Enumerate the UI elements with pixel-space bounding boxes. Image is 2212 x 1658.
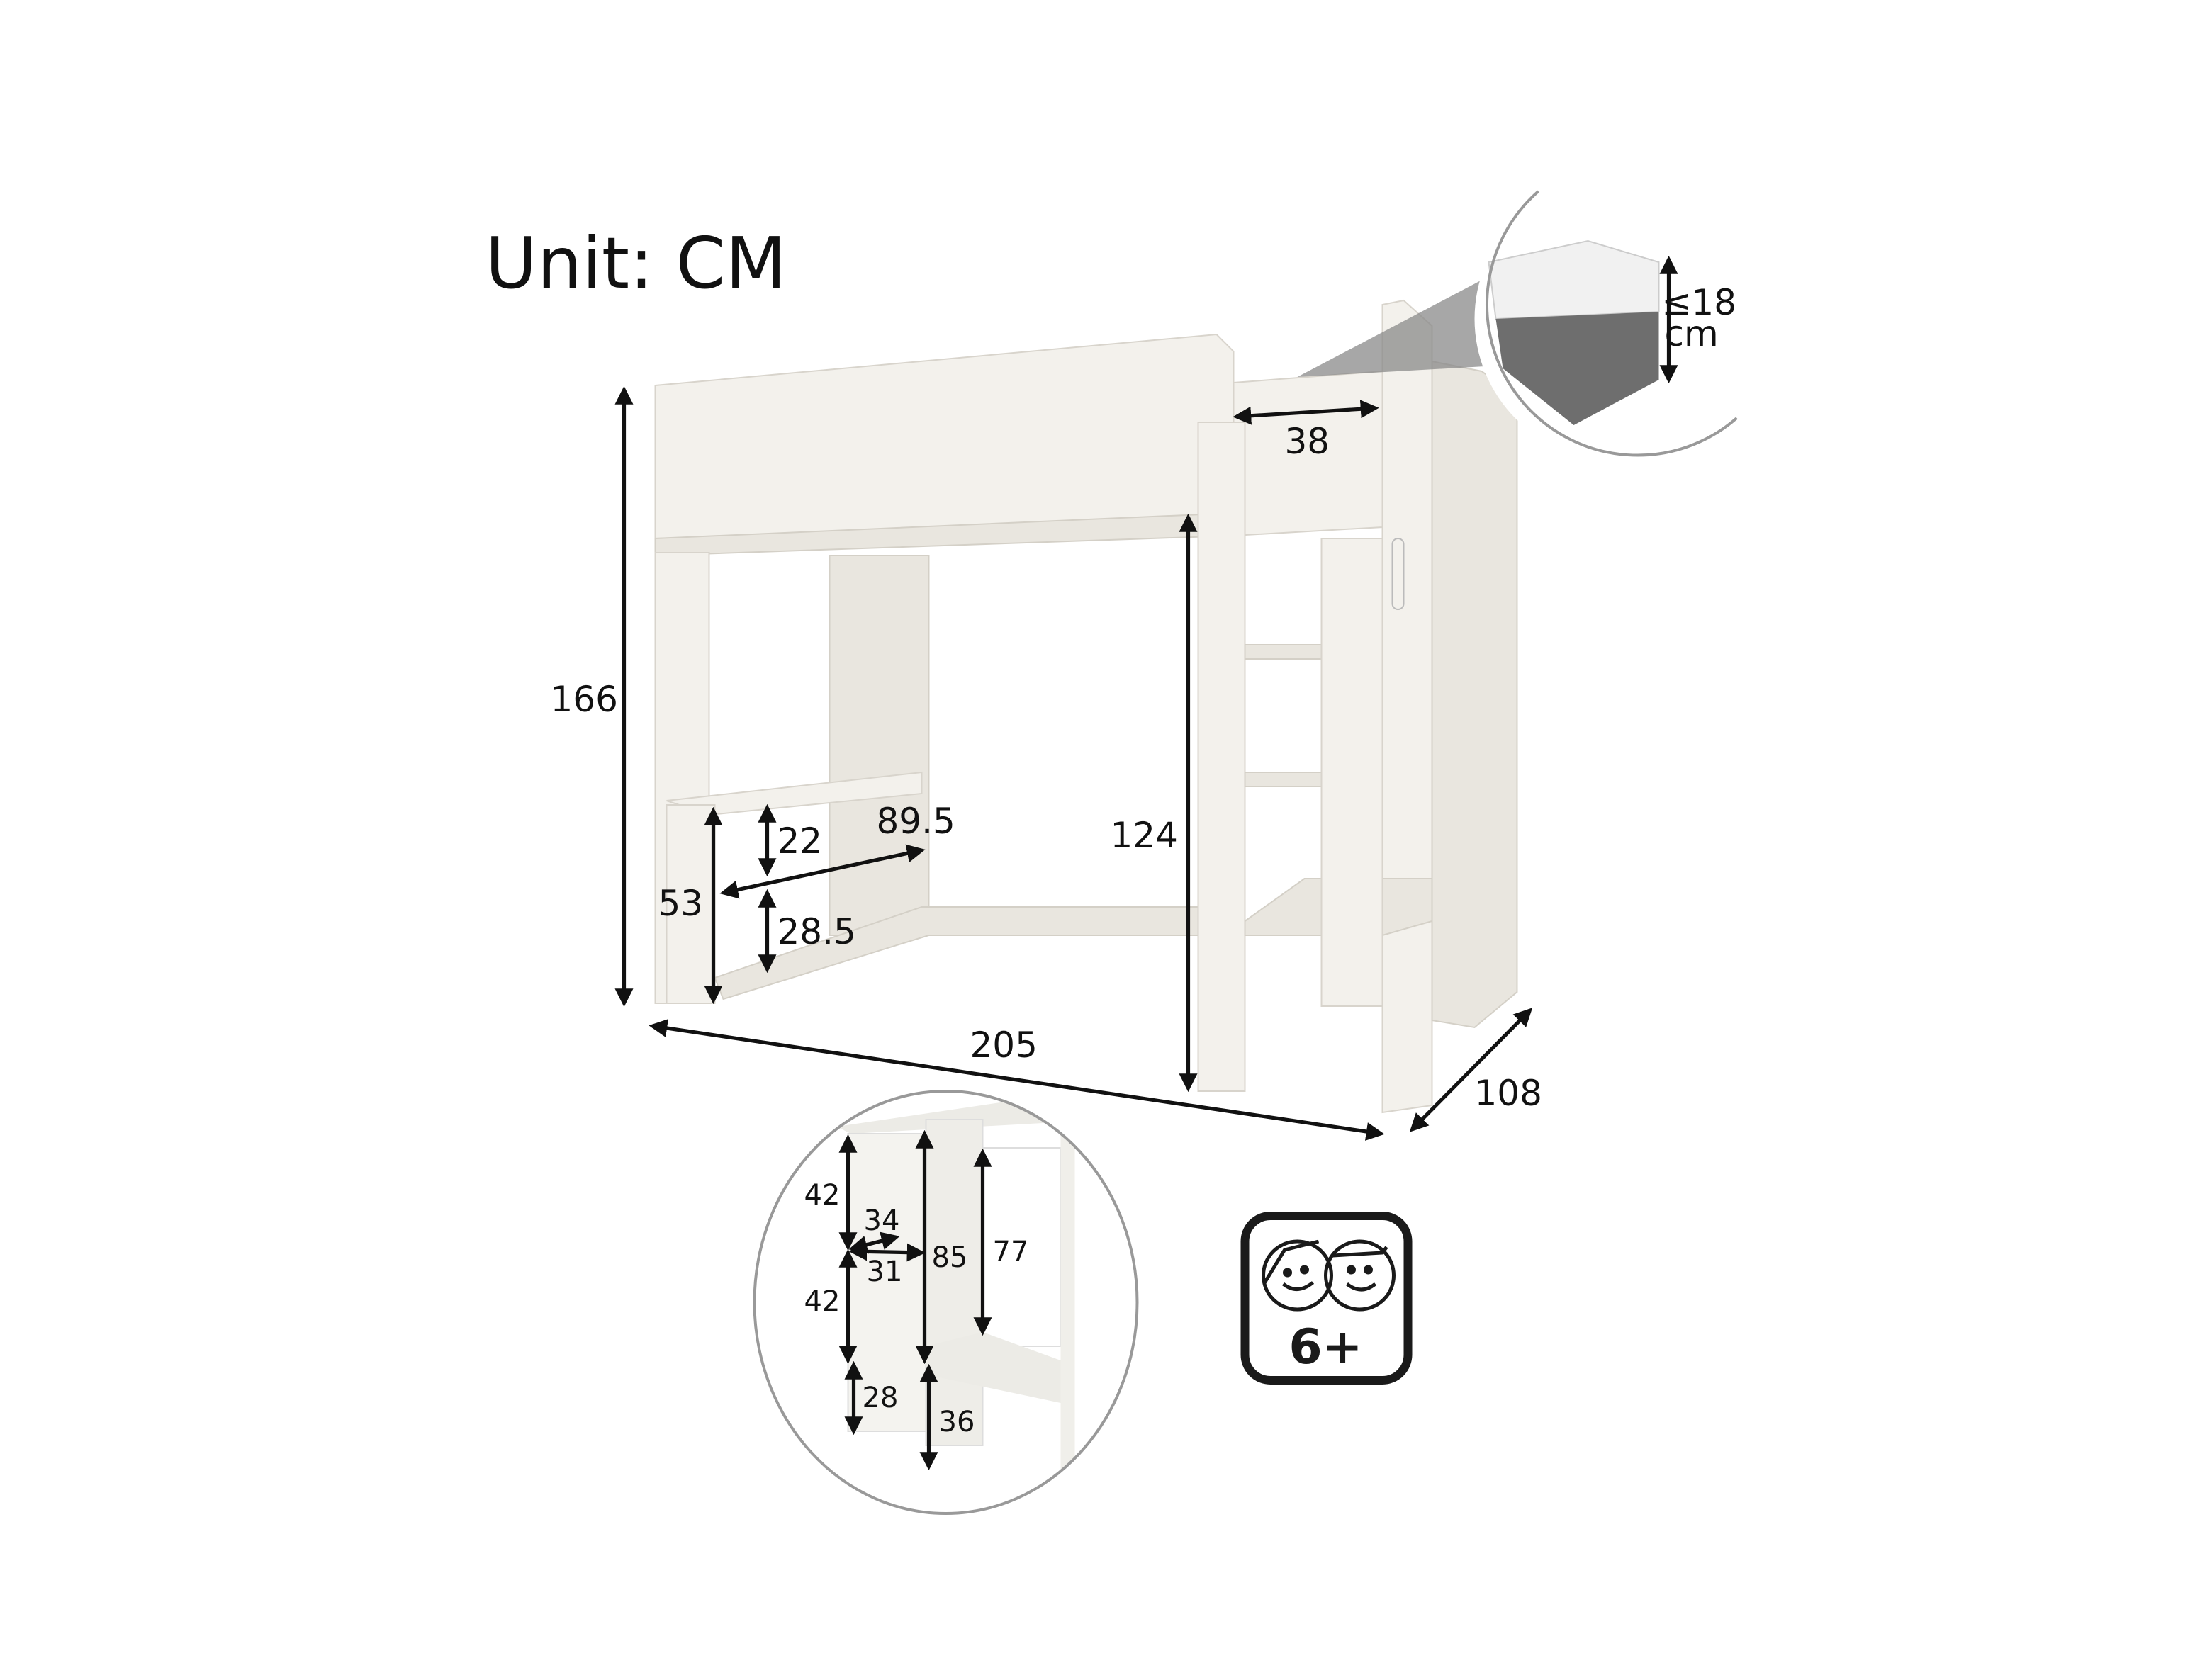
mattress-height-unit: cm (1665, 313, 1719, 354)
unit-label: Unit: CM (485, 222, 787, 305)
inset-border (753, 1090, 1139, 1515)
inset-label-shelf-width: 31 (867, 1256, 903, 1288)
mattress-spring-layer (1495, 312, 1659, 425)
guard-panel (654, 333, 1235, 540)
dim-desk-length: 89.5 (877, 801, 955, 842)
dim-length: 205 (970, 1025, 1038, 1066)
ladder-left-rail (1197, 422, 1246, 1092)
mattress-height-value: ≤18 (1662, 282, 1737, 323)
ladder-entry-arrow (1233, 400, 1379, 425)
callout-wedge (1297, 276, 1498, 377)
dim-under-bed-height: 124 (1111, 815, 1178, 856)
inset-label-bottom-right: 36 (939, 1406, 975, 1438)
age-6-plus-badge: 6+ (1240, 1212, 1413, 1385)
wardrobe-detail-inset: 42 34 31 85 77 42 28 36 (753, 1090, 1139, 1515)
dim-desk-height: 53 (658, 883, 704, 924)
loft-bed-illustration (654, 299, 1518, 1114)
inset-label-shelf-depth: 34 (864, 1205, 900, 1237)
wardrobe-side (1320, 538, 1383, 1007)
dim-width: 108 (1475, 1073, 1542, 1114)
dim-ladder-entry: 38 (1285, 421, 1330, 462)
width-arrow (1409, 1008, 1533, 1132)
inset-arrow (848, 1242, 926, 1262)
children-faces-icon (1262, 1239, 1396, 1312)
desk-length-arrow (719, 844, 926, 899)
ladder-right-rail (1381, 299, 1433, 1114)
inset-label-shelf-upper: 42 (804, 1179, 841, 1212)
inset-label-shelf-lower: 42 (804, 1285, 841, 1318)
dim-height-total: 166 (551, 679, 618, 720)
mattress-top-layer (1488, 239, 1660, 320)
callout-circle-edge (1485, 190, 1738, 457)
age-badge-text: 6+ (1289, 1319, 1362, 1375)
dim-desk-lower: 28.5 (777, 911, 856, 952)
wardrobe-handle (1391, 538, 1405, 610)
mattress-callout: ≤18 cm (1297, 177, 1758, 461)
length-arrow (649, 1019, 1385, 1141)
inset-label-column-height: 85 (932, 1241, 968, 1274)
dim-desk-upper: 22 (777, 820, 823, 862)
inset-label-bottom-left: 28 (863, 1382, 899, 1414)
middle-post (829, 555, 930, 936)
wardrobe-back (1431, 360, 1518, 1029)
inset-label-hanging-height: 77 (993, 1236, 1029, 1268)
